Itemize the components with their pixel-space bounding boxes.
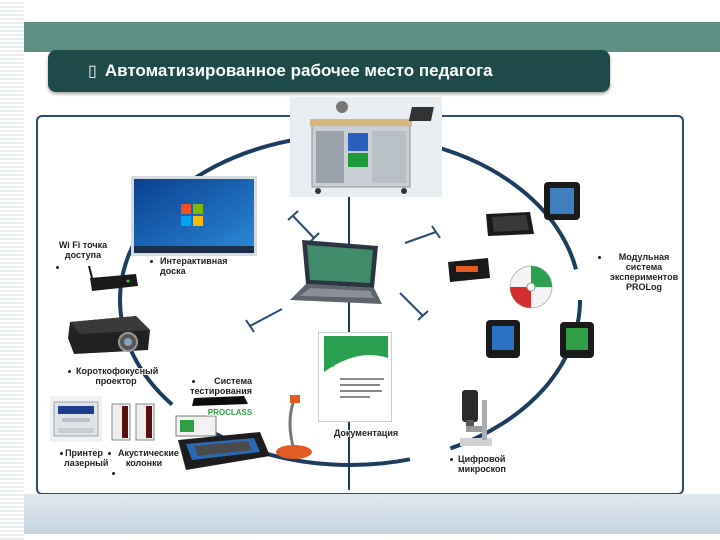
router-icon (84, 264, 140, 294)
label-bullet (68, 370, 71, 373)
data-logger-icon (446, 256, 492, 284)
label-printer: Принтер лазерный (64, 448, 104, 468)
label-wifi: Wi Fi точка доступа (58, 240, 108, 260)
label-bullet (56, 266, 59, 269)
microscope-icon (452, 386, 498, 450)
label-bullet (112, 472, 115, 475)
document-camera-icon (272, 392, 322, 462)
disc-icon (508, 264, 554, 310)
clicker-case-icon (174, 394, 272, 474)
connector-icon (246, 309, 282, 332)
label-board: Интерактивная доска (160, 256, 242, 276)
booklet-icon (318, 332, 392, 422)
label-docs: Документация (326, 428, 406, 438)
data-logger-icon (484, 210, 536, 238)
connector-icon (400, 293, 428, 320)
laptop-icon (288, 238, 384, 312)
product-logo: PROCLASS (200, 408, 260, 418)
label-bullet (598, 256, 601, 259)
label-bullet (60, 452, 63, 455)
label-projector: Короткофокусный проектор (76, 366, 156, 386)
data-logger-icon (484, 318, 522, 360)
connector-icon (405, 226, 440, 243)
projector-icon (66, 312, 152, 358)
label-bullet (108, 452, 111, 455)
label-bullet (150, 260, 153, 263)
data-logger-icon (542, 180, 582, 222)
data-logger-icon (558, 320, 596, 360)
label-modular: Модульная система экспериментов PROLog (608, 252, 680, 292)
cart-icon (290, 97, 442, 197)
label-microscope: Цифровой микроскоп (458, 454, 508, 474)
printer-icon (48, 394, 104, 444)
label-bullet (450, 458, 453, 461)
label-speakers: Акустические колонки (118, 448, 170, 468)
whiteboard-icon (131, 176, 257, 256)
label-testing: Система тестирования (180, 376, 252, 396)
speakers-icon (110, 402, 158, 442)
